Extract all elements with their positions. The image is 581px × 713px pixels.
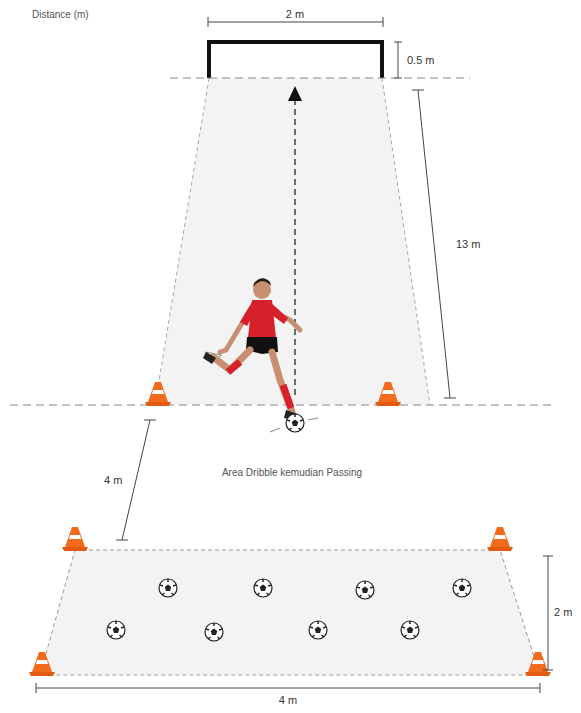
dimension-label: 2 m: [552, 606, 574, 619]
dimension-label: 4 m: [102, 474, 124, 487]
axis-title: Distance (m): [30, 8, 91, 21]
dimension-label: 2 m: [284, 8, 306, 21]
dimension-label: 0.5 m: [405, 54, 437, 67]
area-label: Area Dribble kemudian Passing: [220, 466, 364, 479]
dimension-label: 4 m: [277, 694, 299, 707]
dimension-label: 13 m: [454, 238, 482, 251]
